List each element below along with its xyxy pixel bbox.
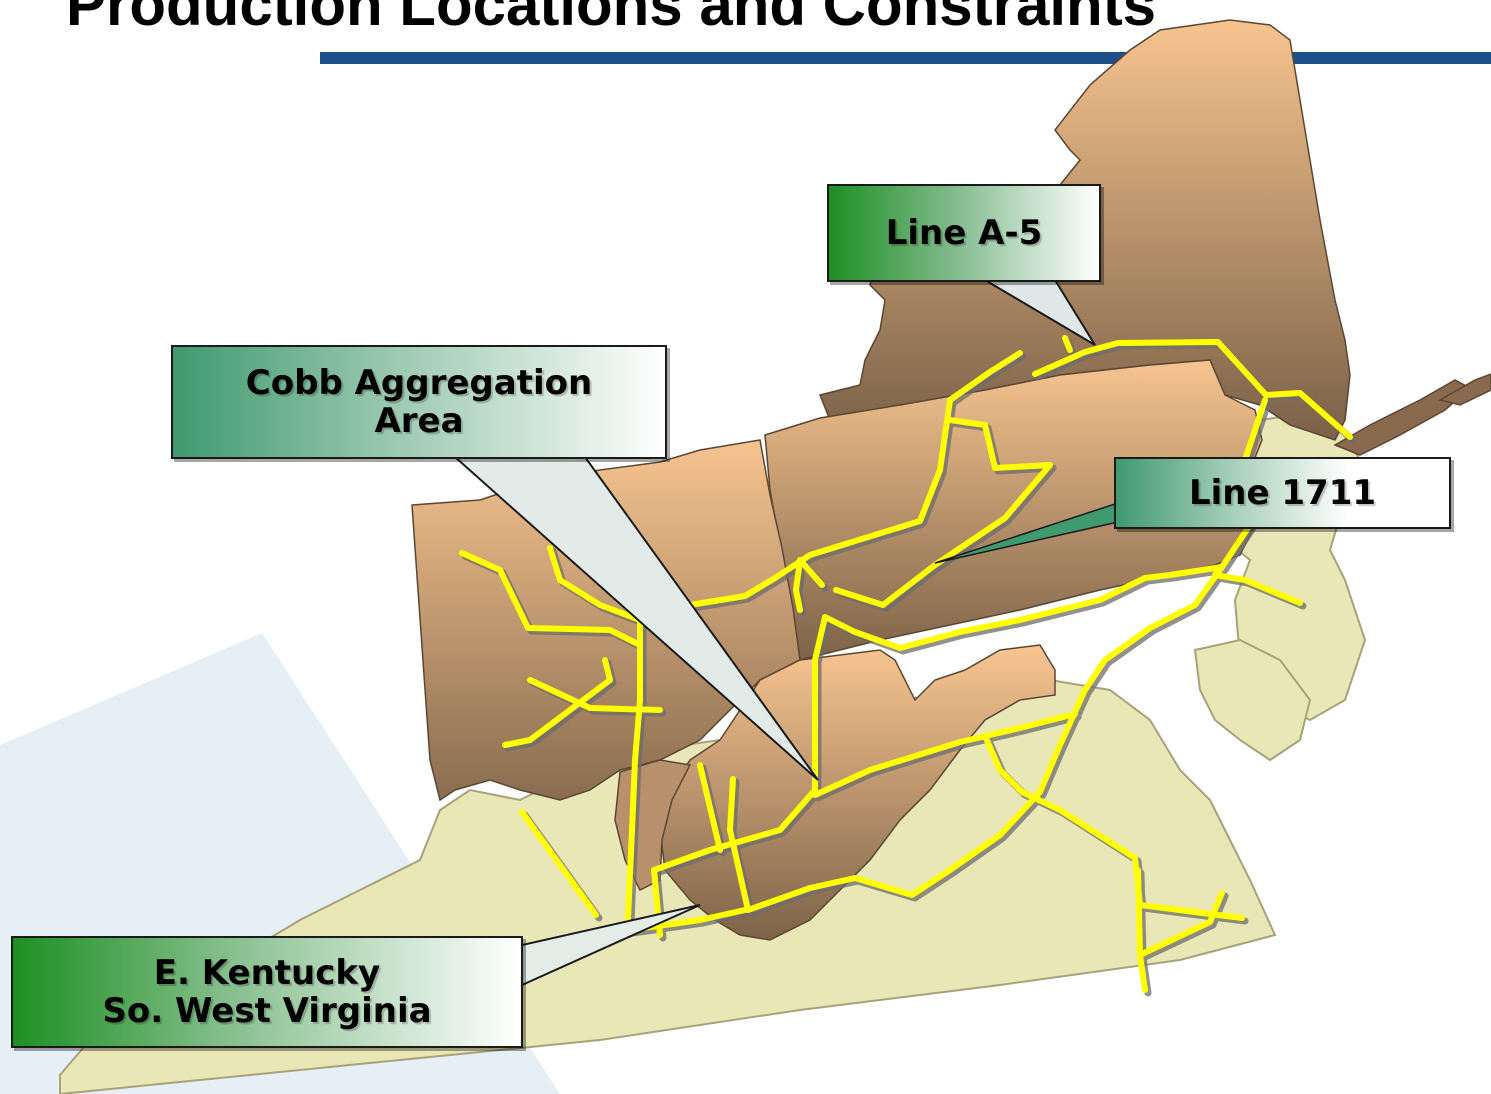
callout-line-a5: Line A-5 — [827, 184, 1101, 282]
region-long-island-fork — [1438, 373, 1491, 406]
pipeline-segment — [1212, 564, 1303, 606]
callout-line-1711-text: Line 1711 — [1188, 473, 1377, 513]
callout-kentucky-line-1: E. Kentucky — [153, 953, 381, 993]
callout-kentucky-line-2: So. West Virginia — [102, 991, 432, 1031]
pipeline-segment — [519, 809, 599, 918]
callout-east-kentucky: E. Kentucky So. West Virginia — [11, 936, 523, 1048]
pipeline-segment — [1032, 339, 1353, 440]
pipeline-segment — [547, 545, 643, 921]
callout-cobb-aggregation-area: Cobb Aggregation Area — [171, 345, 667, 459]
pipeline-segment — [697, 762, 723, 853]
pipeline-segment — [459, 550, 643, 648]
pipeline-network — [459, 335, 1353, 993]
callout-cobb-line-1: Cobb Aggregation — [245, 363, 593, 403]
title-underline-bar — [320, 52, 1491, 64]
pipeline-segment — [812, 711, 1078, 798]
pipeline-segment — [793, 557, 825, 613]
pipeline-segment — [982, 733, 1245, 921]
pipeline-segment — [651, 564, 1225, 938]
pipeline-segment — [833, 417, 1053, 608]
callout-cobb-line-2: Area — [374, 401, 464, 441]
pipeline-segment — [727, 397, 1268, 913]
pipeline-segment — [502, 657, 613, 748]
callout-line-a5-text: Line A-5 — [885, 213, 1043, 253]
region-long-island — [1333, 379, 1472, 456]
slide-title: Production Locations and Constraints — [66, 0, 1157, 38]
pipeline-segment — [1062, 335, 1073, 353]
pipeline-segment — [1137, 890, 1225, 958]
callout-line-1711: Line 1711 — [1114, 457, 1451, 529]
region-delmarva — [1193, 638, 1312, 762]
pipeline-segment — [687, 350, 1023, 608]
